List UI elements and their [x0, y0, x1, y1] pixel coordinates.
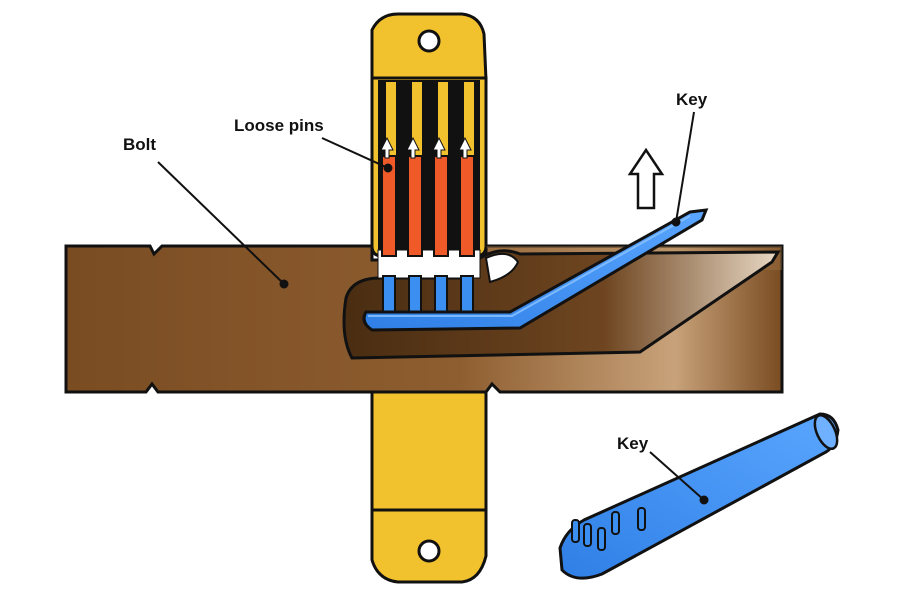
up-arrow-icon — [380, 136, 472, 159]
pin-3-bottom — [434, 275, 448, 317]
key-label-top: Key — [676, 90, 708, 109]
mounting-hole-icon — [417, 29, 441, 53]
loose-pins — [380, 136, 475, 317]
pin-3-top — [433, 155, 449, 257]
inserted-key — [362, 208, 709, 332]
pin-2-bottom — [408, 275, 422, 317]
up-arrow-icon — [627, 147, 665, 210]
standalone-key — [558, 412, 840, 580]
loose-pins-label: Loose pins — [234, 116, 324, 135]
pin-4-top — [459, 155, 475, 257]
lower-housing — [370, 390, 488, 584]
pin-4-bottom — [460, 275, 474, 317]
leader-lines — [157, 111, 709, 505]
key-label-bottom: Key — [617, 434, 649, 453]
bolt-label: Bolt — [123, 135, 156, 154]
pin-2-top — [407, 155, 423, 257]
mounting-hole-icon — [417, 539, 441, 563]
pin-1-bottom — [382, 275, 396, 317]
